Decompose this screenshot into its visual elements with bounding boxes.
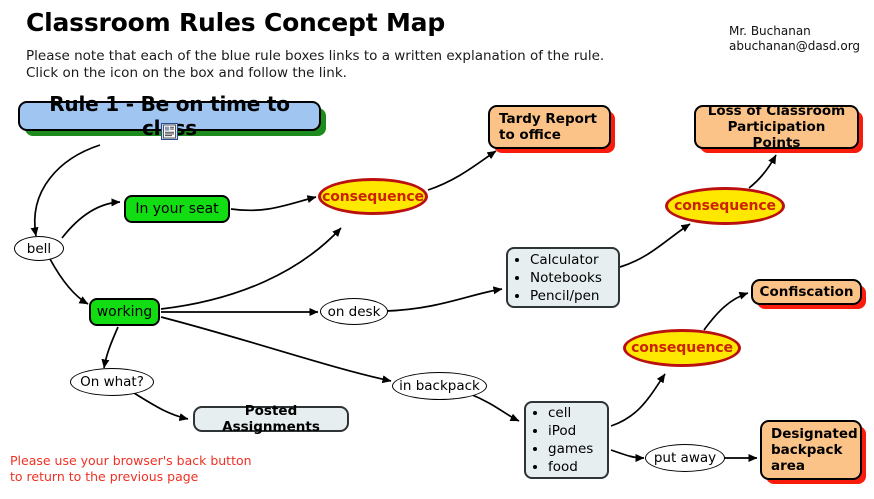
node-confiscation-label: Confiscation <box>759 284 854 300</box>
node-on-what-label: On what? <box>80 374 144 390</box>
list-item: iPod <box>548 422 593 440</box>
node-supplies-list[interactable]: CalculatorNotebooksPencil/pen <box>506 247 620 308</box>
intro-line-2: Click on the icon on the box and follow … <box>26 65 347 81</box>
node-consequence-3[interactable]: consequence <box>623 329 741 367</box>
node-working[interactable]: working <box>89 298 160 326</box>
node-put-away[interactable]: put away <box>645 444 725 472</box>
list-item: Pencil/pen <box>530 287 602 305</box>
node-put-away-label: put away <box>653 450 717 466</box>
node-backpack-area-text: Designated backpack area <box>771 426 858 474</box>
node-consequence-1-label: consequence <box>322 188 424 205</box>
author-name: Mr. Buchanan <box>729 24 811 38</box>
edge-banned-consequence3 <box>610 373 666 427</box>
node-in-your-seat[interactable]: In your seat <box>124 195 230 223</box>
node-on-what[interactable]: On what? <box>70 368 154 396</box>
list-item: food <box>548 458 593 476</box>
node-bell-label: bell <box>26 240 52 257</box>
tardy-report-line-2: to office <box>499 127 561 143</box>
list-item: Notebooks <box>530 269 602 287</box>
intro-text: Please note that each of the blue rule b… <box>26 48 604 82</box>
edge-in-backpack-banned <box>469 393 520 422</box>
node-consequence-3-label: consequence <box>631 340 733 356</box>
tardy-report-line-1: Tardy Report <box>499 111 598 127</box>
edge-consequence3-confiscation <box>703 291 749 331</box>
list-item: cell <box>548 404 593 422</box>
node-in-backpack[interactable]: in backpack <box>392 372 487 400</box>
node-on-desk[interactable]: on desk <box>320 298 388 325</box>
edge-working-on-what <box>101 326 119 369</box>
author-email: abuchanan@dasd.org <box>729 39 861 53</box>
edge-consequence2-loss-points <box>748 154 777 189</box>
list-item: games <box>548 440 593 458</box>
backpack-area-line-2: backpack <box>771 442 843 458</box>
edge-bell-in-your-seat <box>61 198 121 239</box>
node-loss-participation-points[interactable]: Loss of Classroom Participation Points <box>694 103 859 151</box>
banned-list-items: celliPodgamesfood <box>532 404 593 476</box>
node-consequence-1[interactable]: consequence <box>318 178 428 215</box>
supplies-list-items: CalculatorNotebooksPencil/pen <box>514 251 602 305</box>
rule-1-label: Rule 1 - Be on time to class <box>49 92 290 140</box>
node-consequence-2[interactable]: consequence <box>665 187 785 225</box>
edge-working-in-backpack <box>160 316 392 384</box>
node-tardy-report-text: Tardy Report to office <box>499 111 597 143</box>
intro-line-1: Please note that each of the blue rule b… <box>26 48 605 64</box>
backpack-area-line-3: area <box>771 458 806 474</box>
back-button-note: Please use your browser's back button to… <box>10 453 252 485</box>
loss-points-line-2: Participation Points <box>727 119 826 151</box>
edge-rule1-bell <box>30 144 101 237</box>
edge-on-what-posted-assignments <box>133 392 189 422</box>
node-loss-points-text: Loss of Classroom Participation Points <box>705 103 848 151</box>
node-in-backpack-label: in backpack <box>399 378 480 394</box>
node-banned-items-list[interactable]: celliPodgamesfood <box>524 401 609 479</box>
edge-consequence1-tardy-report <box>427 150 497 191</box>
document-link-icon[interactable] <box>161 123 178 140</box>
node-confiscation[interactable]: Confiscation <box>751 279 862 305</box>
back-note-line-1: Please use your browser's back button <box>10 453 252 468</box>
edge-supplies-consequence2 <box>619 223 691 268</box>
loss-points-line-1: Loss of Classroom <box>707 103 846 119</box>
node-designated-backpack-area[interactable]: Designated backpack area <box>760 420 862 480</box>
list-item: Calculator <box>530 251 602 269</box>
edge-bell-working <box>49 258 89 305</box>
node-tardy-report[interactable]: Tardy Report to office <box>488 105 611 149</box>
edge-in-your-seat-consequence1 <box>230 195 317 212</box>
backpack-area-line-1: Designated <box>771 426 858 442</box>
back-note-line-2: to return to the previous page <box>10 469 199 484</box>
node-posted-assignments[interactable]: Posted Assignments <box>193 403 349 435</box>
edge-on-desk-supplies <box>385 286 503 312</box>
edge-banned-put-away <box>610 449 645 462</box>
node-on-desk-label: on desk <box>327 303 381 320</box>
node-working-label: working <box>96 304 153 320</box>
node-consequence-2-label: consequence <box>674 198 776 214</box>
author-info: Mr. Buchanan abuchanan@dasd.org <box>729 24 860 54</box>
node-bell[interactable]: bell <box>14 236 64 261</box>
node-posted-assignments-label: Posted Assignments <box>222 403 320 435</box>
page-title: Classroom Rules Concept Map <box>26 8 446 37</box>
edge-working-consequence1 <box>160 227 342 310</box>
node-in-your-seat-label: In your seat <box>135 201 219 217</box>
